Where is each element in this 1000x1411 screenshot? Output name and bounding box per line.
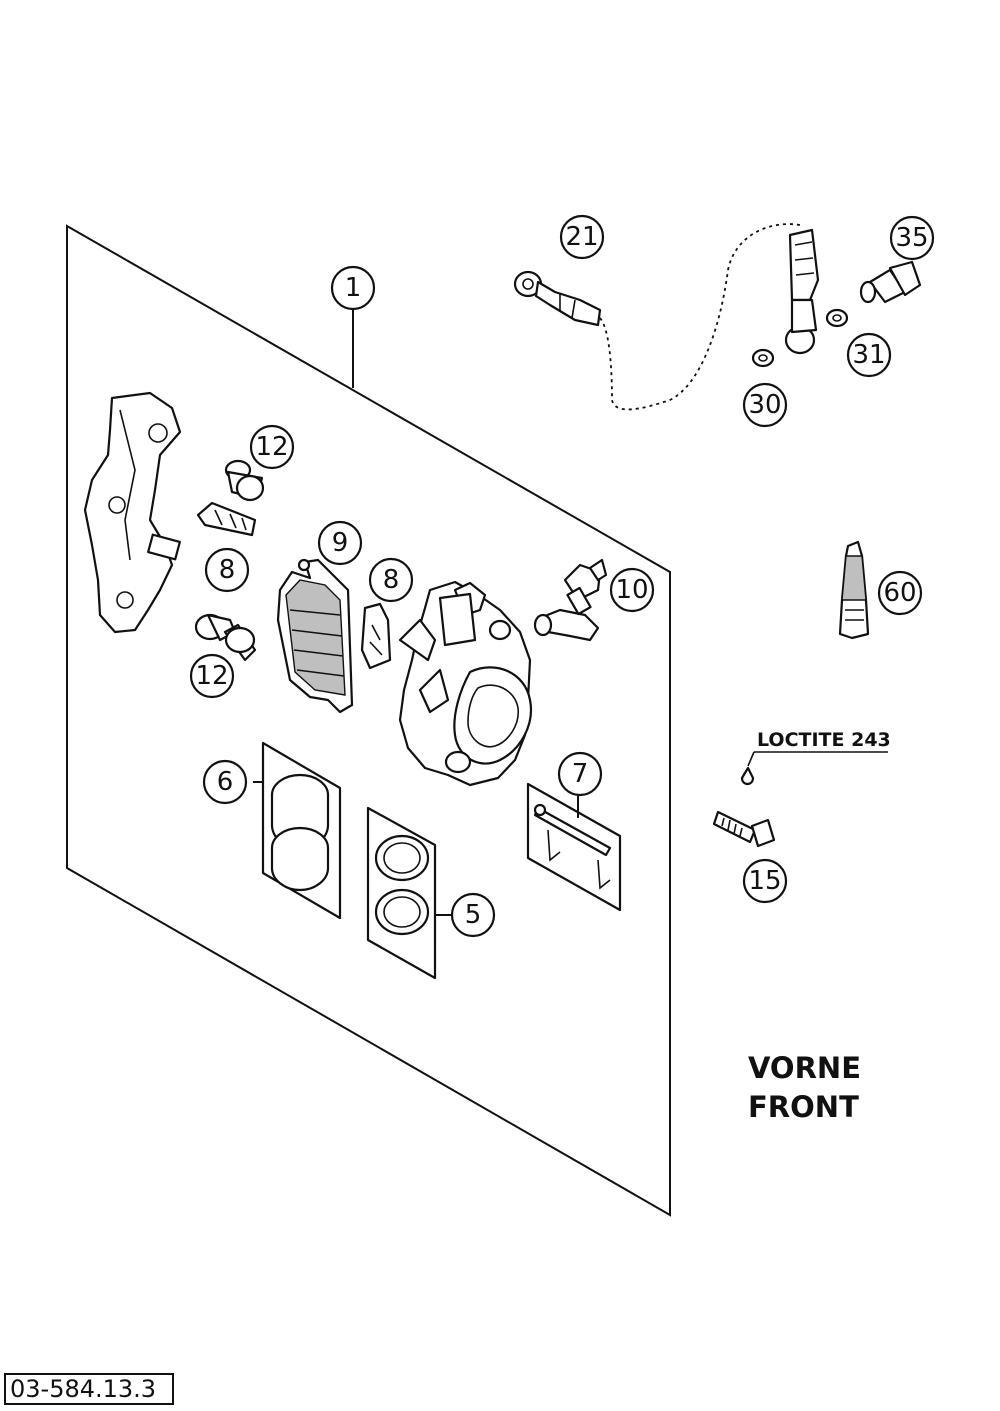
bleeder-screw <box>533 558 608 642</box>
pad-spring-left <box>196 501 257 537</box>
direction-label-front: FRONT <box>748 1090 859 1124</box>
callout-21: 21 <box>559 214 605 260</box>
svg-text:8: 8 <box>383 565 400 595</box>
callout-1: 1 <box>330 265 376 311</box>
callout-12-top: 12 <box>249 424 295 470</box>
part-code-label: 03-584.13.3 <box>4 1373 174 1405</box>
svg-text:7: 7 <box>572 759 589 789</box>
pin-kit-box <box>526 782 622 912</box>
callout-8-middle: 8 <box>368 557 414 603</box>
callout-12-bottom: 12 <box>189 653 235 699</box>
callout-6: 6 <box>202 759 248 805</box>
svg-text:31: 31 <box>852 340 885 370</box>
svg-text:30: 30 <box>748 390 781 420</box>
callout-7: 7 <box>557 751 603 797</box>
pad-retainer-clip <box>360 602 392 670</box>
caliper-body <box>398 580 533 787</box>
caliper-bracket <box>83 391 182 634</box>
callout-10: 10 <box>609 567 655 613</box>
callout-8-left: 8 <box>204 547 250 593</box>
callout-15: 15 <box>742 858 788 904</box>
washer-30 <box>751 348 775 368</box>
guide-pin-bottom <box>194 613 257 662</box>
svg-text:8: 8 <box>219 555 236 585</box>
direction-label-vorne: VORNE <box>748 1051 861 1085</box>
svg-text:12: 12 <box>195 661 228 691</box>
svg-text:35: 35 <box>895 223 928 253</box>
banjo-bolt <box>859 260 922 304</box>
seals-box <box>366 806 437 980</box>
svg-text:5: 5 <box>465 900 482 930</box>
brake-hose <box>513 223 820 411</box>
guide-bush-top <box>224 459 265 502</box>
caliper-bolt <box>712 766 776 848</box>
loctite-label: LOCTITE 243 <box>757 729 891 751</box>
callout-5: 5 <box>450 892 496 938</box>
svg-text:12: 12 <box>255 432 288 462</box>
svg-text:10: 10 <box>615 575 648 605</box>
svg-text:21: 21 <box>565 222 598 252</box>
callout-30: 30 <box>742 382 788 428</box>
brake-pad <box>276 558 354 714</box>
callout-60: 60 <box>877 570 923 616</box>
callout-9: 9 <box>317 520 363 566</box>
svg-text:9: 9 <box>332 528 349 558</box>
svg-text:15: 15 <box>748 866 781 896</box>
brake-fluid-bottle <box>838 540 870 640</box>
svg-text:6: 6 <box>217 767 234 797</box>
assembly-panel <box>66 224 671 1217</box>
svg-text:60: 60 <box>883 578 916 608</box>
svg-text:1: 1 <box>345 273 362 303</box>
callout-35: 35 <box>889 215 935 261</box>
callout-31: 31 <box>846 332 892 378</box>
washer-31 <box>825 308 849 328</box>
pistons-box <box>261 741 342 920</box>
